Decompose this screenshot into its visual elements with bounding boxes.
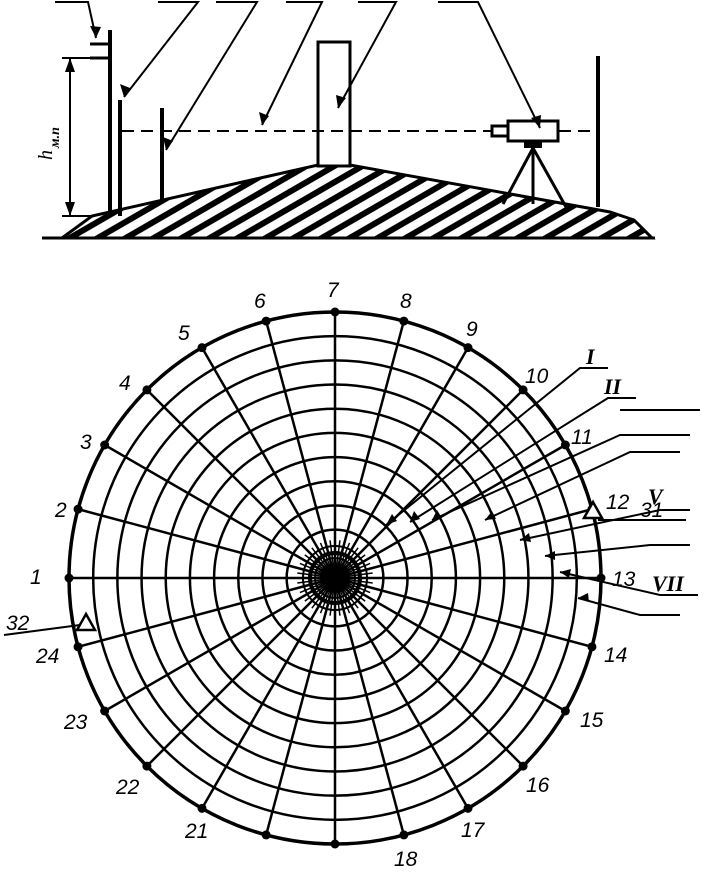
svg-text:h: h <box>35 150 57 160</box>
ring-label-VII: VII <box>652 571 685 596</box>
spoke-label-17: 17 <box>461 819 486 842</box>
spoke-label-4: 4 <box>119 372 131 395</box>
leader-lines <box>55 0 541 151</box>
benchmarks: 31 32 <box>3 499 686 636</box>
spoke-end-point-18 <box>399 830 409 840</box>
spoke-end-point-5 <box>197 343 207 353</box>
benchmark-label-32: 32 <box>6 612 30 635</box>
spoke-label-10: 10 <box>525 365 549 388</box>
elevation-view: h м.п <box>35 0 656 240</box>
spoke-end-point-22 <box>142 761 152 771</box>
spoke-end-point-19 <box>330 839 340 849</box>
radial-spoke-2 <box>77 507 336 580</box>
spoke-labels: 1 2 3 4 5 6 7 8 9 10 11 12 13 14 15 16 1… <box>30 279 636 871</box>
spoke-label-6: 6 <box>254 290 266 313</box>
ring-label-II: II <box>603 374 623 399</box>
radial-spoke-10 <box>334 389 524 579</box>
spoke-label-5: 5 <box>178 322 190 345</box>
spoke-label-23: 23 <box>63 711 88 734</box>
ring-label-V: V <box>648 484 665 509</box>
radial-spoke-5 <box>200 347 337 579</box>
benchmark-triangle-32 <box>74 611 98 632</box>
radial-spoke-3 <box>104 443 336 580</box>
spoke-label-21: 21 <box>184 820 208 843</box>
plan-view <box>64 307 606 849</box>
radial-spoke-17 <box>333 577 470 809</box>
spoke-end-point-8 <box>399 316 409 326</box>
spoke-end-point-21 <box>197 803 207 813</box>
spoke-end-point-15 <box>560 706 570 716</box>
radial-spoke-12 <box>334 507 593 580</box>
spoke-end-point-11 <box>560 440 570 450</box>
spoke-label-11: 11 <box>571 426 593 449</box>
center-hub <box>321 564 349 592</box>
svg-text:м.п: м.п <box>48 127 63 149</box>
ring-labels: I II V VII <box>385 344 700 616</box>
radial-spoke-22 <box>146 577 336 767</box>
center-post <box>316 40 352 168</box>
benchmark-triangle-31 <box>581 499 605 520</box>
radial-spoke-18 <box>333 577 406 836</box>
benchmark-label-31: 31 <box>640 499 663 522</box>
spoke-label-12: 12 <box>606 491 630 514</box>
spoke-label-9: 9 <box>466 318 478 341</box>
spoke-label-2: 2 <box>54 499 67 522</box>
spoke-end-point-1 <box>64 573 74 583</box>
radial-spoke-8 <box>333 320 406 579</box>
spoke-label-3: 3 <box>80 431 92 454</box>
height-dimension <box>62 57 108 217</box>
spoke-end-point-2 <box>73 504 83 514</box>
radial-spoke-23 <box>104 576 336 713</box>
spoke-label-15: 15 <box>580 709 604 732</box>
spoke-label-18: 18 <box>394 848 418 871</box>
spoke-end-point-4 <box>142 385 152 395</box>
spoke-end-point-9 <box>463 343 473 353</box>
radial-spoke-9 <box>333 347 470 579</box>
spoke-label-8: 8 <box>400 290 412 313</box>
spoke-label-22: 22 <box>115 776 140 799</box>
spoke-end-point-10 <box>518 385 528 395</box>
spoke-end-point-23 <box>100 706 110 716</box>
level-instrument <box>490 119 568 208</box>
spoke-label-16: 16 <box>526 774 550 797</box>
radial-spoke-20 <box>264 577 337 836</box>
radial-spoke-16 <box>334 577 524 767</box>
stockpile-section <box>57 163 656 240</box>
spoke-label-14: 14 <box>604 644 627 667</box>
spoke-label-1: 1 <box>30 566 42 589</box>
spoke-end-point-16 <box>518 761 528 771</box>
radial-spoke-21 <box>200 577 337 809</box>
spoke-end-point-6 <box>261 316 271 326</box>
radial-spoke-24 <box>77 576 336 649</box>
spoke-end-point-17 <box>463 803 473 813</box>
radial-spoke-4 <box>146 389 336 579</box>
spoke-end-point-14 <box>587 642 597 652</box>
radial-spoke-14 <box>334 576 593 649</box>
spoke-label-7: 7 <box>327 279 340 302</box>
spoke-end-point-20 <box>261 830 271 840</box>
spoke-end-point-3 <box>100 440 110 450</box>
ring-label-I: I <box>585 344 596 369</box>
spoke-end-point-24 <box>73 642 83 652</box>
height-label: h м.п <box>35 127 63 160</box>
spoke-label-24: 24 <box>35 645 59 668</box>
radial-spoke-6 <box>264 320 337 579</box>
radial-spoke-15 <box>334 576 566 713</box>
spoke-end-point-7 <box>330 307 340 317</box>
